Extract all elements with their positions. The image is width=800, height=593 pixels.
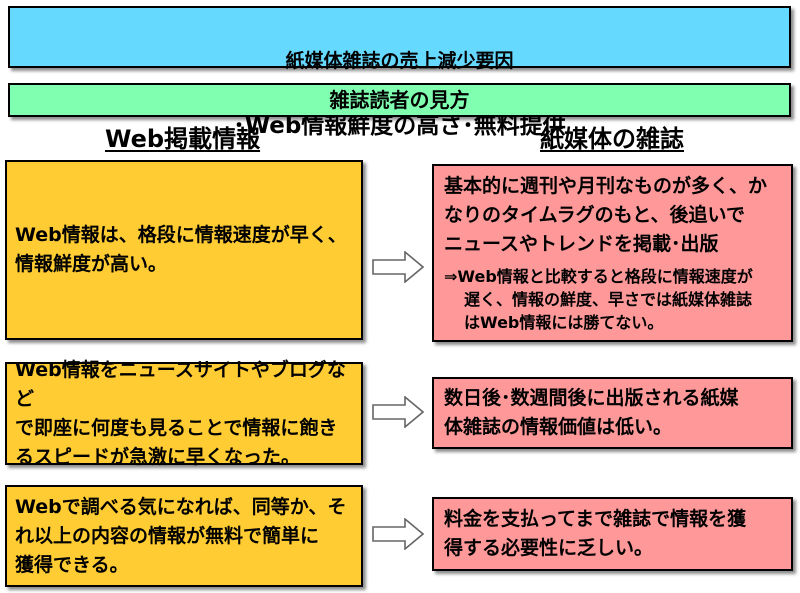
web-info-text-1: Web情報は、格段に情報速度が早く、 情報鮮度が高い。 [15,224,347,275]
web-info-box-3: Webで調べる気になれば、同等か、そ れ以上の内容の情報が無料で簡単に 獲得でき… [5,485,363,587]
column-heading-print: 紙媒体の雑誌 [540,125,684,153]
title-box: 紙媒体雑誌の売上減少要因 ･Web情報鮮度の高さ･無料提供 [8,6,791,139]
web-info-box-2: Web情報をニュースサイトやブログなど で即座に何度も見ることで情報に飽き るス… [5,359,363,468]
title-line-1: 紙媒体雑誌の売上減少要因 [285,50,514,72]
print-info-box-1: 基本的に週刊や月刊なものが多く、か なりのタイムラグのもと、後追いで ニュースや… [432,164,793,342]
web-info-text-2: Web情報をニュースサイトやブログなど で即座に何度も見ることで情報に飽き るス… [15,358,346,468]
column-heading-web: Web掲載情報 [105,125,261,153]
right-arrow-icon [372,396,424,428]
print-info-text-3: 料金を支払ってまで雑誌で情報を獲 得する必要性に乏しい。 [444,508,747,559]
reader-view-banner: 雑誌読者の見方 [8,83,791,117]
web-info-text-3: Webで調べる気になれば、同等か、そ れ以上の内容の情報が無料で簡単に 獲得でき… [15,495,347,576]
title-line-2: ･Web情報鮮度の高さ･無料提供 [233,113,566,139]
right-arrow-icon [372,251,424,283]
print-info-box-3: 料金を支払ってまで雑誌で情報を獲 得する必要性に乏しい。 [432,497,793,571]
web-info-box-1: Web情報は、格段に情報速度が早く、 情報鮮度が高い。 [5,160,363,340]
print-info-text-2: 数日後･数週間後に出版される紙媒 体雑誌の情報価値は低い。 [444,387,739,438]
comparison-note: ⇒Web情報と比較すると格段に情報速度が 遅く、情報の鮮度、早さでは紙媒体雑誌 … [444,267,753,332]
right-arrow-icon [372,518,424,550]
print-info-text-1: 基本的に週刊や月刊なものが多く、か なりのタイムラグのもと、後追いで ニュースや… [444,175,768,255]
print-info-box-2: 数日後･数週間後に出版される紙媒 体雑誌の情報価値は低い。 [432,377,793,449]
